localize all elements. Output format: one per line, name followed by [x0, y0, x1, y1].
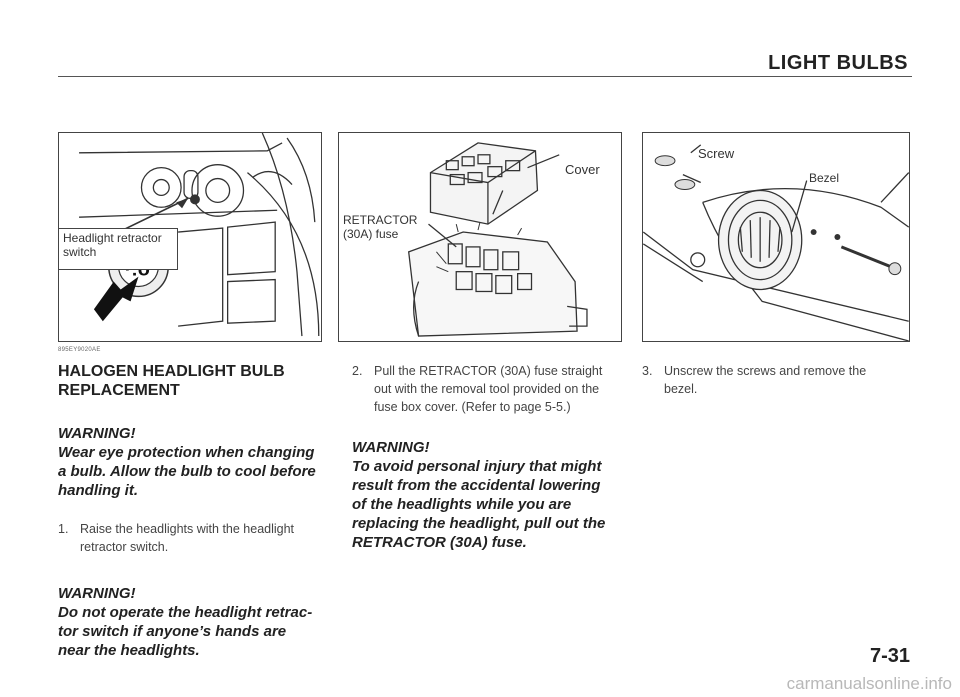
page-number: 7-31: [869, 645, 910, 667]
step-1: 1. Raise the headlights with the headlig…: [58, 520, 332, 556]
warning-body: Do not operate the headlight retrac- tor…: [58, 604, 313, 659]
switch-callout-label: Headlight retractor switch: [63, 231, 162, 259]
column-1: HALOGEN HEADLIGHT BULB REPLACEMENT WARNI…: [58, 362, 332, 660]
bezel-label: Bezel: [809, 171, 840, 185]
step-number: 2.: [352, 364, 363, 378]
step-text: Unscrew the screws and remove the bezel.: [664, 364, 867, 396]
column-3: 3. Unscrew the screws and remove the bez…: [642, 362, 917, 398]
screw-label: Screw: [698, 146, 735, 161]
watermark: carmanualsonline.info: [786, 674, 952, 693]
fuse-box-illustration: [407, 142, 588, 337]
warning-body: To avoid personal injury that might resu…: [352, 458, 606, 551]
figure-headlight-bezel: Screw Bezel: [642, 132, 910, 342]
step-number: 3.: [642, 364, 653, 378]
warning-title: WARNING!: [58, 585, 136, 602]
page-header-title: LIGHT BULBS: [768, 52, 908, 74]
warning-title: WARNING!: [352, 439, 430, 456]
bezel-illustration: [643, 144, 909, 341]
figure-code: 895EY9020AE: [58, 347, 101, 353]
header-divider: [58, 76, 912, 77]
column-2: 2. Pull the RETRACTOR (30A) fuse straigh…: [352, 362, 627, 552]
switch-callout-box: [59, 228, 178, 270]
step-2: 2. Pull the RETRACTOR (30A) fuse straigh…: [352, 362, 627, 416]
warning-body: Wear eye protection when changing a bulb…: [58, 444, 316, 499]
cover-label: Cover: [565, 162, 600, 177]
step-text: Pull the RETRACTOR (30A) fuse straight o…: [374, 364, 603, 414]
step-text: Raise the headlights with the headlight …: [80, 522, 295, 554]
fuse-label: RETRACTOR (30A) fuse: [343, 213, 418, 241]
screw-icon: [654, 155, 902, 276]
step-number: 1.: [58, 522, 69, 536]
press-arrow-icon: [93, 276, 139, 322]
switch-icon: [190, 194, 200, 205]
figure-retractor-switch: ·:o Headlight retractor switch: [58, 132, 322, 342]
warning-title: WARNING!: [58, 425, 136, 442]
figure-fuse-box: Cover RETRACTOR (30A) fuse: [338, 132, 622, 342]
step-3: 3. Unscrew the screws and remove the bez…: [642, 362, 917, 398]
section-heading: HALOGEN HEADLIGHT BULB REPLACEMENT: [58, 363, 285, 399]
